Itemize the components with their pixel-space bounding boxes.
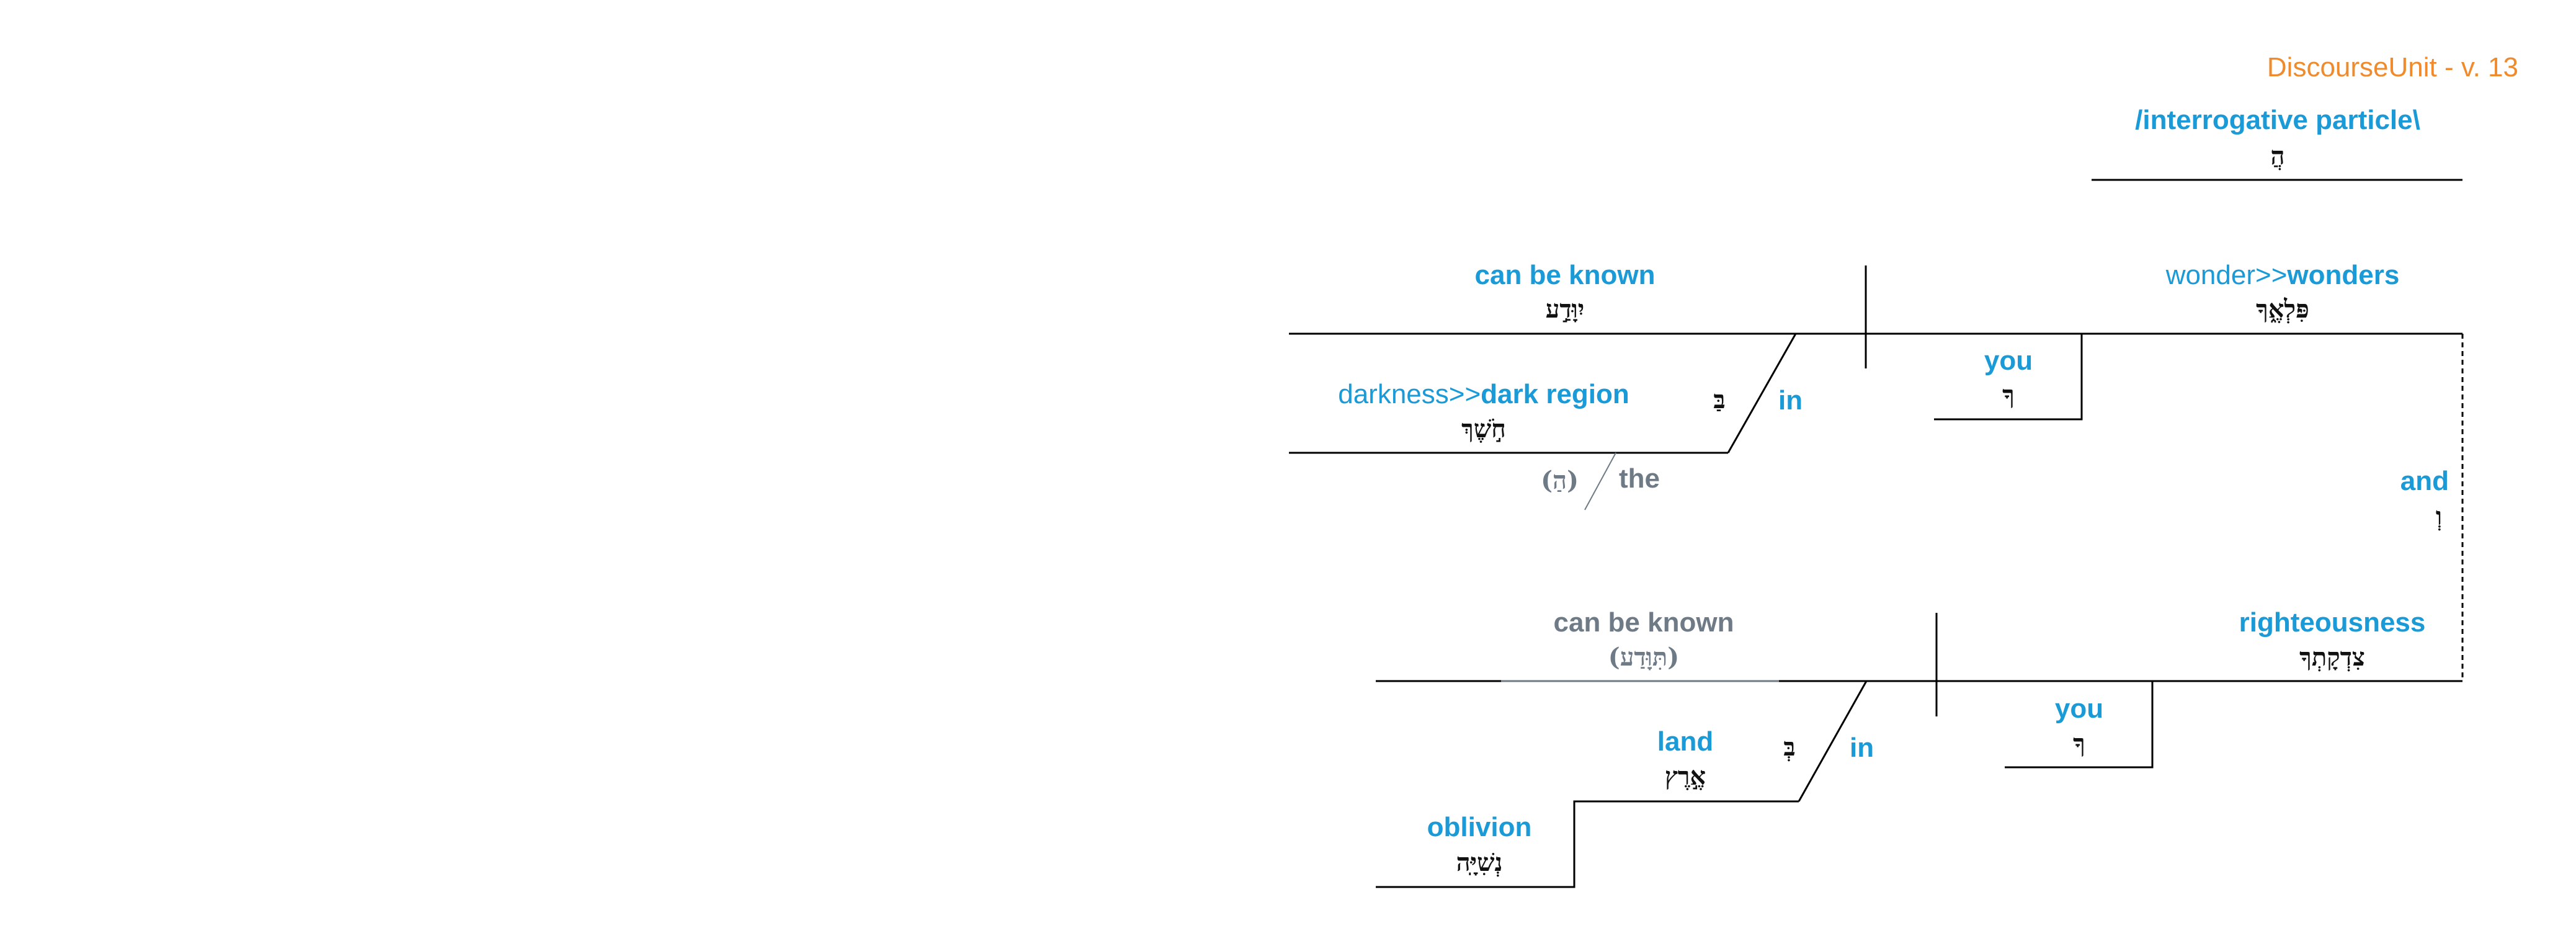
conjunction-hebrew: וְ (2436, 502, 2442, 531)
clause1-verb-gloss: can be known (1475, 260, 1656, 290)
clause2-modifier-hebrew: נְשִׁיָּֽה (1456, 848, 1503, 877)
clause1-possessor-gloss: you (1984, 345, 2033, 376)
clause2-prep-hebrew: בְּ (1783, 733, 1795, 762)
clause2-object-baseline (1376, 800, 1799, 888)
clause2-prep-slant (1798, 680, 1868, 802)
clause2-possessor-gloss: you (2055, 693, 2103, 724)
clause2-prep-gloss: in (1850, 733, 1874, 763)
clause2-modifier-gloss: oblivion (1427, 812, 1532, 842)
clause1-object-gloss: darkness>>dark region (1338, 379, 1629, 409)
clause1-subject-gloss: wonder>>wonders (2165, 260, 2400, 290)
clause1-possessor-bracket (1934, 334, 2083, 421)
clause2-subject-gloss: righteousness (2239, 607, 2426, 638)
clause1-verb-hebrew: יִוָּדַ֣ע (1546, 295, 1585, 324)
clause2-verb-hebrew: (תִּוָּדַע) (1608, 643, 1679, 672)
interrogative-hebrew: הֲ (2270, 141, 2284, 171)
clause1-prep-slant (1727, 333, 1797, 453)
discourse-unit-heading: DiscourseUnit - v. 13 (2267, 52, 2518, 82)
clause1-possessor-hebrew: ךָ (2002, 380, 2015, 409)
clause2-object-hebrew: אֶ֣רֶץ (1665, 762, 1706, 791)
clause1-article-hebrew: (הַ) (1541, 466, 1579, 495)
clause1-prep-hebrew: בַּ (1713, 385, 1725, 414)
conjunction-gloss: and (2400, 466, 2449, 496)
clause1-subject-gloss-plain: wonder>> (2165, 260, 2288, 290)
clause1-object-hebrew: חֹ֣שֶׁךְ (1461, 414, 1506, 443)
clause2-object-gloss: land (1657, 726, 1713, 757)
interrogative-gloss: /interrogative particle\ (2135, 105, 2420, 135)
clause2-possessor-bracket (2005, 681, 2154, 769)
clause1-subject-gloss-bold: wonders (2286, 260, 2399, 290)
clause1-object-gloss-plain: darkness>> (1338, 379, 1481, 409)
clause1-prep-gloss: in (1778, 385, 1803, 416)
clause1-object-gloss-bold: dark region (1481, 379, 1629, 409)
clause1-subject-hebrew: פִּלְאֶ֑ךָ (2256, 295, 2309, 324)
clause1-article-gloss: the (1619, 463, 1660, 494)
clause2-possessor-hebrew: ךָ (2073, 729, 2085, 758)
clause2-subject-hebrew: צִדְקָתְךָ (2299, 643, 2365, 672)
clause1-article-slant (1584, 452, 1616, 510)
clause2-verb-gloss: can be known (1554, 607, 1734, 638)
